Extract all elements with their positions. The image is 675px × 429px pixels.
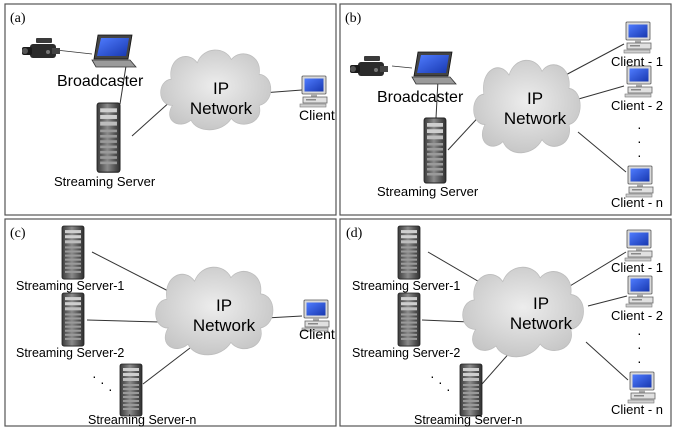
panel-d: (d) Streaming Server-1 Streaming Server-… (346, 225, 663, 427)
network-label-line1: IP (216, 296, 232, 315)
broadcaster-label: Broadcaster (57, 73, 144, 90)
panel-a: (a) Broadcaster IP Network Client Stream… (10, 11, 335, 189)
ellipsis-dot: · (438, 374, 443, 390)
network-label-line1: IP (213, 79, 229, 98)
ellipsis-dot: · (637, 353, 642, 369)
panel-c-frame (4, 218, 337, 427)
link-cloud-clientn (585, 341, 629, 381)
network-label-line2: Network (193, 316, 256, 335)
laptop-icon (411, 51, 457, 85)
ellipsis-dot: · (430, 368, 435, 384)
link-server2-cloud (421, 319, 471, 323)
panel-c: (c) Streaming Server-1 Streaming Server-… (10, 225, 335, 427)
server-icon (96, 102, 121, 173)
server-n-icon (119, 363, 143, 417)
broadcaster-label: Broadcaster (377, 89, 464, 106)
client-n-label: Client - n (611, 195, 663, 210)
network-label-line1: IP (527, 89, 543, 108)
panel-d-frame (339, 218, 672, 427)
panel-b: (b) Broadcaster IP Network Streaming Ser… (345, 11, 663, 210)
client-pc-icon (299, 75, 328, 108)
server-2-label: Streaming Server-2 (16, 346, 124, 360)
link-laptop-server (119, 65, 127, 105)
link-server2-cloud (86, 319, 161, 323)
link-servern-cloud (142, 347, 191, 385)
client-n-pc-icon (627, 371, 656, 404)
server-n-label: Streaming Server-n (88, 413, 196, 427)
ellipsis-dot: · (100, 374, 105, 390)
link-server-cloud (131, 99, 173, 137)
server-2-icon (61, 292, 85, 347)
client-1-label: Client - 1 (611, 54, 663, 69)
network-label-line2: Network (510, 314, 573, 333)
server-1-label: Streaming Server-1 (16, 279, 124, 293)
ellipsis-dot: · (637, 147, 642, 163)
client-n-label: Client - n (611, 402, 663, 417)
client-1-label: Client - 1 (611, 260, 663, 275)
client-1-pc-icon (623, 21, 652, 54)
server-2-label: Streaming Server-2 (352, 346, 460, 360)
panel-a-tag: (a) (10, 11, 26, 26)
client-label: Client (299, 107, 335, 123)
server-icon (423, 117, 447, 184)
client-2-label: Client - 2 (611, 308, 663, 323)
client-2-pc-icon (624, 65, 653, 98)
camcorder-icon (22, 38, 60, 58)
network-label-line2: Network (504, 109, 567, 128)
ellipsis-dot: · (108, 381, 113, 397)
client-2-pc-icon (625, 275, 654, 308)
link-camera-laptop (55, 49, 93, 55)
server-1-label: Streaming Server-1 (352, 279, 460, 293)
server-1-icon (397, 225, 421, 280)
client-2-label: Client - 2 (611, 98, 663, 113)
ellipsis-dot: · (637, 339, 642, 355)
ellipsis-dot: · (637, 325, 642, 341)
server-n-icon (459, 363, 483, 417)
link-camera-laptop (391, 65, 413, 69)
panel-c-tag: (c) (10, 226, 26, 241)
camcorder-icon (350, 56, 388, 76)
network-label-line1: IP (533, 294, 549, 313)
ellipsis-dot: · (446, 381, 451, 397)
ellipsis-dot: · (637, 119, 642, 135)
panel-b-frame (339, 3, 672, 216)
laptop-icon (91, 34, 137, 68)
cloud-icon (462, 266, 585, 358)
link-cloud-client1 (559, 251, 627, 293)
client-n-pc-icon (625, 165, 654, 198)
link-cloud-client2 (574, 85, 625, 101)
server-2-icon (397, 292, 421, 347)
link-cloud-clientn (577, 131, 627, 173)
server-n-label: Streaming Server-n (414, 413, 522, 427)
server-label: Streaming Server (377, 184, 479, 199)
panel-b-tag: (b) (345, 11, 362, 26)
link-laptop-server (435, 79, 439, 119)
server-1-icon (61, 225, 85, 280)
server-label: Streaming Server (54, 174, 156, 189)
network-label-line2: Network (190, 99, 253, 118)
cloud-icon (155, 266, 274, 356)
client-label: Client (299, 326, 335, 342)
link-cloud-client2 (587, 295, 628, 307)
link-server1-cloud (91, 251, 179, 297)
client-1-pc-icon (624, 229, 653, 262)
panel-a-frame (4, 3, 337, 216)
ellipsis-dot: · (637, 133, 642, 149)
panel-d-tag: (d) (346, 226, 363, 241)
ellipsis-dot: · (92, 368, 97, 384)
